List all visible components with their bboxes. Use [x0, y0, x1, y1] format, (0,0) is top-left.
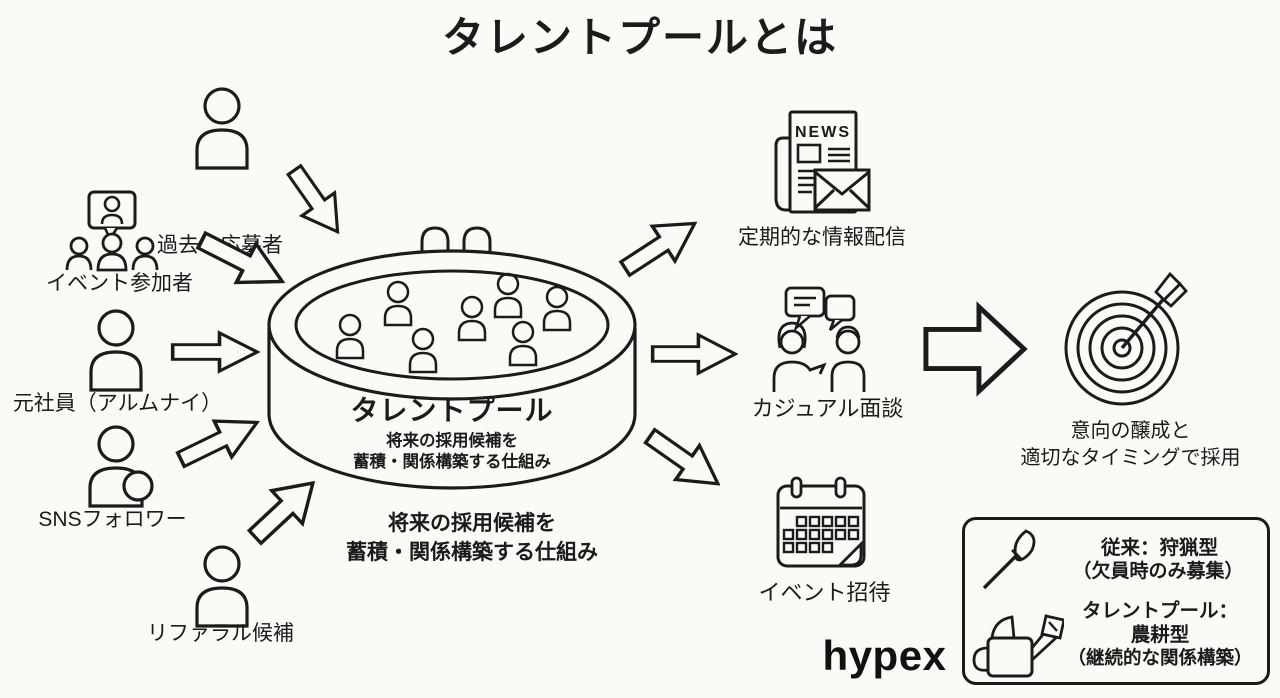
talent-pool-tub-icon: [267, 226, 637, 490]
arrow-pool-to-event-invitation: [643, 427, 721, 486]
logo-hypex: hypex: [822, 632, 947, 679]
arrow-past-applicants-to-pool: [285, 163, 340, 235]
spear-icon: [982, 529, 1036, 590]
outcome-newsletter-label: 定期的な情報配信: [738, 226, 906, 249]
source-former-employees-label: 元社員（アルムナイ）: [12, 392, 223, 415]
arrow-former-employees-to-pool: [170, 330, 260, 374]
legend-farming-line1: タレントプール：: [1081, 600, 1238, 622]
watering-can-icon: [972, 614, 1064, 678]
arrow-event-participants-to-pool: [195, 230, 286, 285]
arrow-pool-to-result: [923, 301, 1028, 397]
person-icon: [195, 545, 249, 628]
person-icon: [195, 87, 249, 170]
source-event-participants-label: イベント参加者: [46, 272, 193, 295]
legend-box: [962, 517, 1270, 685]
legend-hunting-line2: （欠員時のみ募集）: [1072, 561, 1244, 582]
pool-desc-line2: 蓄積・関係構築する仕組み: [353, 453, 551, 471]
legend-farming-line2: 農耕型: [1130, 624, 1190, 646]
news-icon-text: NEWS: [795, 124, 851, 141]
presentation-audience-icon: [65, 190, 159, 272]
target-icon: [1064, 271, 1188, 406]
pool-caption-line2: 蓄積・関係構築する仕組み: [346, 541, 598, 564]
arrow-sns-followers-to-pool: [175, 419, 261, 469]
arrow-pool-to-newsletter: [618, 221, 698, 278]
outcome-event-invitation-label: イベント招待: [758, 580, 891, 605]
newsletter-icon: NEWS: [774, 110, 871, 214]
person-follower-icon: [88, 425, 154, 508]
result-line1: 意向の醸成と: [1070, 420, 1191, 442]
person-icon: [89, 309, 143, 392]
pool-people-icons: [335, 272, 572, 374]
casual-interview-icon: [772, 286, 866, 392]
source-sns-followers-label: SNSフォロワー: [38, 508, 187, 531]
result-line2: 適切なタイミングで採用: [1020, 447, 1241, 469]
pool-title: タレントプール: [350, 395, 554, 426]
calendar-icon: [776, 476, 866, 568]
legend-hunting-line1: 従来：狩猟型: [1100, 537, 1218, 559]
arrow-pool-to-casual-interview: [650, 332, 738, 376]
legend-farming-line3: （継続的な関係構築）: [1067, 647, 1253, 668]
outcome-casual-interview-label: カジュアル面談: [751, 396, 904, 421]
pool-desc-line1: 将来の採用候補を: [386, 432, 518, 450]
page-title: タレントプールとは: [441, 14, 838, 61]
arrow-referral-candidates-to-pool: [246, 480, 316, 546]
source-referral-candidates-label: リファラル候補: [147, 622, 294, 645]
pool-caption-line1: 将来の採用候補を: [388, 512, 556, 535]
